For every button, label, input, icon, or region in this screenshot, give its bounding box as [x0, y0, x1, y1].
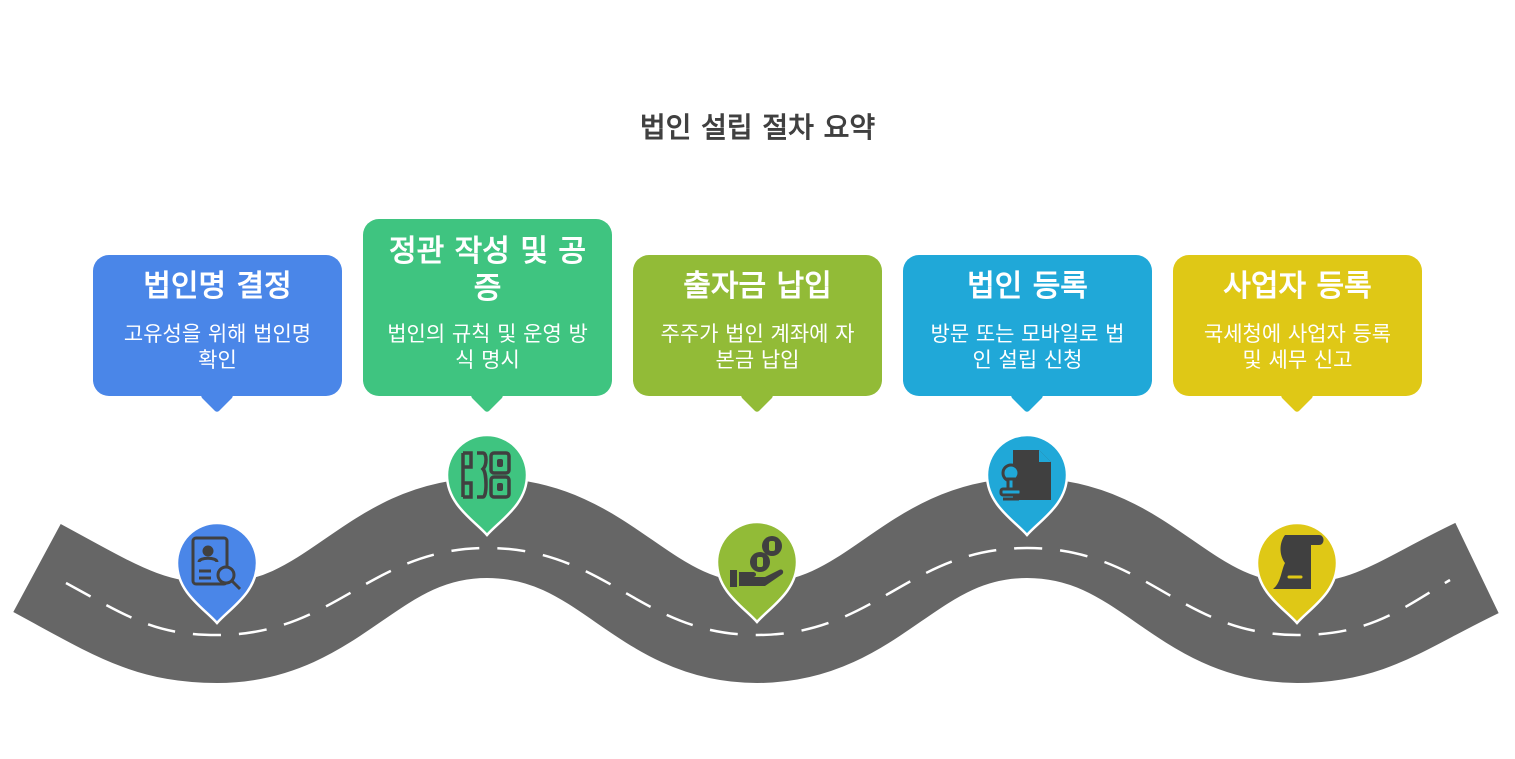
- step-3-marker: [715, 520, 799, 624]
- step-4-marker: [985, 433, 1069, 537]
- step-4-description: 방문 또는 모바일로 법인 설립 신청: [930, 322, 1125, 372]
- step-5-description: 국세청에 사업자 등록 및 세무 신고: [1203, 322, 1392, 372]
- step-1-marker: [175, 521, 259, 625]
- step-5-marker: [1255, 521, 1339, 625]
- step-2-title: 정관 작성 및 공증: [389, 234, 586, 306]
- step-4-title: 법인 등록: [967, 269, 1088, 304]
- step-1-title: 법인명 결정: [143, 269, 292, 304]
- step-3-title: 출자금 납입: [683, 269, 832, 304]
- road-surface: [13, 477, 1499, 684]
- step-card-2: 정관 작성 및 공증 법인의 규칙 및 운영 방식 명시: [363, 219, 612, 413]
- step-card-5: 사업자 등록 국세청에 사업자 등록 및 세무 신고: [1173, 255, 1422, 413]
- diagram-title: 법인 설립 절차 요약: [639, 111, 876, 144]
- step-1-description: 고유성을 위해 법인명 확인: [123, 322, 312, 372]
- step-2-description: 법인의 규칙 및 운영 방식 명시: [387, 322, 588, 372]
- document-search-icon: [191, 536, 242, 591]
- step-2-marker: [445, 433, 529, 537]
- rules-binder-icon: [461, 451, 511, 499]
- step-5-title: 사업자 등록: [1223, 269, 1372, 304]
- step-card-4: 법인 등록 방문 또는 모바일로 법인 설립 신청: [903, 255, 1152, 413]
- step-card-1: 법인명 결정 고유성을 위해 법인명 확인: [93, 255, 342, 413]
- step-3-description: 주주가 법인 계좌에 자본금 납입: [660, 322, 855, 372]
- step-card-3: 출자금 납입 주주가 법인 계좌에 자본금 납입: [633, 255, 882, 413]
- document-stamp-icon: [999, 450, 1051, 501]
- scroll-icon: [1273, 535, 1324, 589]
- hand-coins-icon: [730, 536, 784, 587]
- road-center-line: [65, 546, 1451, 637]
